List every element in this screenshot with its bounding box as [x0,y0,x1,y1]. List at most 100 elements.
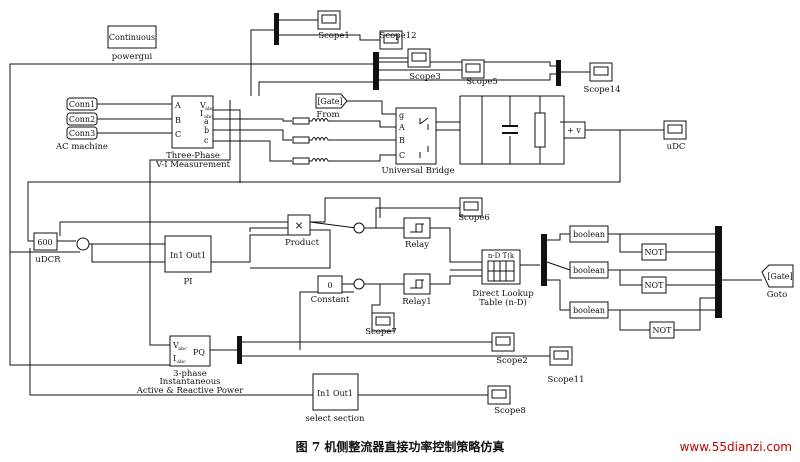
ac-machine-port-3: Conn3 [69,129,95,138]
pq-block[interactable]: V I abc abc PQ 3-phase Instantaneous Act… [136,335,245,396]
scope-5[interactable]: Scope5 [461,59,498,87]
vi-port-i: I [200,109,203,118]
scope-7-label: Scope7 [365,327,397,337]
udcr-constant-value: 600 [37,238,52,247]
boolean-block-3[interactable]: boolean [569,301,609,319]
goto-label: Goto [767,290,787,300]
udc-scope[interactable]: uDC [663,120,687,152]
pq-port-v-sub: abc [178,346,187,352]
pq-label-1: 3-phase [173,369,207,379]
not-text-2: NOT [645,281,665,290]
gate-from-label: From [316,110,339,120]
constant-label: Constant [311,295,350,305]
vi-port-i-sub: abc [204,114,213,120]
scope-11[interactable]: Scope11 [548,346,585,385]
ac-machine-label: AC machine [55,142,108,152]
not-block-2[interactable]: NOT [641,276,667,294]
select-label: select section [306,414,365,424]
vi-port-v: V [199,101,206,110]
pq-port-i: I [173,354,176,363]
scope-6[interactable]: Scope6 [458,197,490,223]
boolean-text-1: boolean [573,230,605,239]
udcr-constant-block[interactable]: 600 uDCR [33,232,61,265]
vi-port-b-out: b [204,126,209,135]
gate-from-block[interactable]: [Gate] From [315,93,348,120]
constant-value: 0 [327,281,332,290]
boolean-block-1[interactable]: boolean [569,225,609,243]
relay1-label: Relay1 [402,297,431,307]
product-symbol: × [294,219,303,232]
scope-12-label: Scope12 [380,31,417,41]
vi-port-b-in: B [175,116,181,125]
select-section-block[interactable]: In1 Out1 select section [306,373,365,424]
ac-machine-block[interactable]: Conn1 Conn2 Conn3 AC machine [55,97,108,152]
powergui-text: Continuous [109,33,155,42]
figure-caption: 图 7 机侧整流器直接功率控制策略仿真 [296,439,505,454]
voltage-measurement-text: + v [567,126,581,135]
product-block[interactable]: × Product [285,214,320,248]
scope-12[interactable]: Scope12 [379,30,417,50]
scope-2-label: Scope2 [496,356,528,366]
watermark: www.55dianzi.com [680,440,792,454]
scope-1-label: Scope1 [318,31,350,41]
not-text-1: NOT [645,248,665,257]
pi-block[interactable]: In1 Out1 PI [164,235,212,287]
pq-label-3: Active & Reactive Power [136,386,245,396]
pi-label: PI [183,277,192,287]
scope-1[interactable]: Scope1 [317,10,350,41]
sum-block-1[interactable] [76,237,90,251]
gate-from-text: [Gate] [317,97,342,106]
dc-load-resistor [534,112,546,148]
ac-machine-port-2: Conn2 [69,115,95,124]
scope-6-label: Scope6 [458,213,490,223]
vi-port-c-in: C [175,130,181,139]
scope-11-label: Scope11 [548,375,585,385]
vi-port-v-sub: abc [205,106,214,112]
pq-out: PQ [193,348,205,357]
scope-14-label: Scope14 [584,85,621,95]
pq-label-2: Instantaneous [159,377,220,387]
rl-filter-group [292,117,344,165]
mux-bus-bars [237,13,722,364]
vi-port-c-out: c [204,136,209,145]
powergui-label: powergui [112,52,153,62]
signal-wires [9,19,762,396]
vi-port-a-out: a [204,117,209,126]
voltage-measurement-block[interactable]: + v [563,121,586,139]
relay1-block[interactable]: Relay1 [402,273,432,307]
scope-7[interactable]: Scope7 [365,312,397,337]
sum-block-2[interactable] [353,222,365,234]
not-block-3[interactable]: NOT [649,321,675,339]
scope-2[interactable]: Scope2 [491,332,528,366]
bridge-label: Universal Bridge [381,166,454,176]
lookup-table-block[interactable]: n-D T(k Direct Lookup Table (n-D) [472,249,534,308]
boolean-block-2[interactable]: boolean [569,261,609,279]
not-block-1[interactable]: NOT [641,243,667,261]
rl-filter-a [292,117,344,125]
universal-bridge-block[interactable]: g A B C Universal Bridge [381,107,455,176]
constant-block[interactable]: 0 Constant [311,275,350,305]
rl-filter-c [292,157,344,165]
scope-8[interactable]: Scope8 [487,385,526,416]
boolean-text-3: boolean [573,306,605,315]
dc-capacitor [502,125,518,134]
bridge-port-a: A [398,123,405,132]
goto-block[interactable]: [Gate] Goto [761,264,794,300]
bridge-port-c: C [399,151,405,160]
boolean-text-2: boolean [573,266,605,275]
rl-filter-b [292,136,344,144]
bridge-port-g: g [399,111,404,120]
bridge-port-b: B [399,136,405,145]
powergui-block[interactable]: Continuous powergui [107,25,157,62]
udcr-label: uDCR [35,255,61,265]
lookup-text: n-D T(k [488,252,515,260]
scope-3[interactable]: Scope3 [407,48,441,82]
vi-measurement-block[interactable]: A B C V I abc abc a b c Three-Phase V-I … [155,95,231,170]
vi-label-2: V-I Measurement [155,160,231,170]
vi-label-1: Three-Phase [166,151,220,161]
scope-14[interactable]: Scope14 [584,62,621,95]
sum-block-3[interactable] [353,278,365,290]
relay-block[interactable]: Relay [403,217,431,250]
ac-machine-port-1: Conn1 [69,100,95,109]
